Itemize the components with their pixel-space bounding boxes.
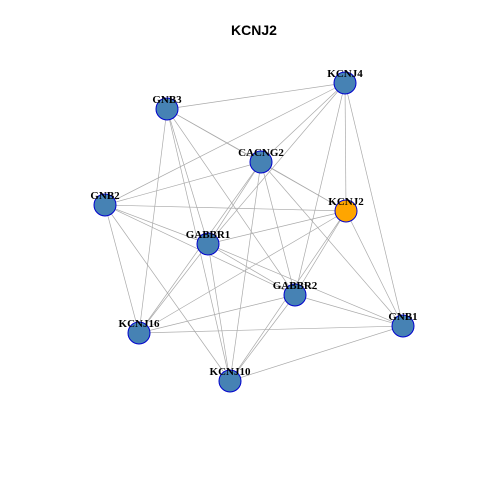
edge-kcnj4-gabbr1 bbox=[207, 82, 346, 245]
node-circle-gnb1[interactable] bbox=[391, 314, 415, 338]
edge-kcnj4-kcnj2 bbox=[344, 82, 347, 212]
edge-gnb2-gabbr1 bbox=[104, 204, 209, 245]
edge-gnb1-kcnj10 bbox=[229, 325, 404, 382]
node-circle-kcnj10[interactable] bbox=[218, 369, 242, 393]
node-gabbr1[interactable]: GABBR1 bbox=[186, 229, 231, 256]
edge-kcnj4-gabbr2 bbox=[294, 82, 346, 296]
edge-gabbr2-gnb1 bbox=[294, 294, 404, 327]
node-circle-kcnj2[interactable] bbox=[334, 199, 358, 223]
edge-cacng2-gabbr1 bbox=[207, 161, 262, 245]
node-circle-cacng2[interactable] bbox=[249, 150, 273, 174]
node-circle-gabbr1[interactable] bbox=[196, 232, 220, 256]
edge-gabbr1-kcnj16 bbox=[138, 243, 209, 334]
edge-gnb1-kcnj16 bbox=[138, 325, 404, 334]
edge-gnb2-kcnj16 bbox=[104, 204, 140, 334]
node-label-kcnj16: KCNJ16 bbox=[119, 318, 160, 330]
node-kcnj2[interactable]: KCNJ2 bbox=[328, 196, 364, 223]
node-gnb1[interactable]: GNB1 bbox=[388, 311, 418, 338]
edge-kcnj2-kcnj16 bbox=[138, 210, 347, 334]
edge-kcnj4-cacng2 bbox=[260, 82, 346, 163]
edge-gnb3-kcnj16 bbox=[138, 108, 168, 334]
edge-cacng2-gnb1 bbox=[260, 161, 404, 327]
node-circle-gnb2[interactable] bbox=[93, 193, 117, 217]
node-label-kcnj10: KCNJ10 bbox=[210, 366, 251, 378]
edge-gabbr2-kcnj16 bbox=[138, 294, 296, 334]
node-label-kcnj2: KCNJ2 bbox=[328, 196, 364, 208]
node-kcnj4[interactable]: KCNJ4 bbox=[327, 68, 363, 95]
node-circle-gabbr2[interactable] bbox=[283, 283, 307, 307]
node-circle-gnb3[interactable] bbox=[155, 97, 179, 121]
edge-gabbr1-gnb1 bbox=[207, 243, 404, 327]
node-cacng2[interactable]: CACNG2 bbox=[238, 147, 284, 174]
node-kcnj10[interactable]: KCNJ10 bbox=[210, 366, 251, 393]
node-label-gabbr1: GABBR1 bbox=[186, 229, 231, 241]
edge-kcnj4-gnb3 bbox=[166, 82, 346, 110]
edge-gnb3-gabbr1 bbox=[166, 108, 209, 245]
edge-gnb2-kcnj10 bbox=[104, 204, 231, 382]
edge-gabbr1-gabbr2 bbox=[207, 243, 296, 296]
node-circle-kcnj4[interactable] bbox=[333, 71, 357, 95]
node-kcnj16[interactable]: KCNJ16 bbox=[119, 318, 160, 345]
edge-kcnj2-gnb1 bbox=[345, 210, 404, 327]
edge-gnb2-kcnj2 bbox=[104, 204, 347, 212]
chart-title: KCNJ2 bbox=[231, 22, 277, 38]
node-circle-kcnj16[interactable] bbox=[127, 321, 151, 345]
edge-gabbr1-kcnj10 bbox=[207, 243, 231, 382]
node-gnb3[interactable]: GNB3 bbox=[152, 94, 182, 121]
edge-gnb3-gabbr2 bbox=[166, 108, 296, 296]
node-label-gnb1: GNB1 bbox=[388, 311, 417, 323]
edge-kcnj2-gabbr2 bbox=[294, 210, 347, 296]
node-label-gnb3: GNB3 bbox=[152, 94, 182, 106]
node-label-cacng2: CACNG2 bbox=[238, 147, 284, 159]
node-label-kcnj4: KCNJ4 bbox=[327, 68, 363, 80]
edge-cacng2-gnb2 bbox=[104, 161, 262, 206]
node-label-gnb2: GNB2 bbox=[90, 190, 120, 202]
edge-gabbr2-kcnj10 bbox=[229, 294, 296, 382]
node-gabbr2[interactable]: GABBR2 bbox=[273, 280, 318, 307]
edge-kcnj4-gnb2 bbox=[104, 82, 346, 206]
edge-kcnj4-gnb1 bbox=[344, 82, 404, 327]
edge-kcnj2-gabbr1 bbox=[207, 210, 347, 245]
node-gnb2[interactable]: GNB2 bbox=[90, 190, 120, 217]
edge-cacng2-kcnj2 bbox=[260, 161, 347, 212]
edge-cacng2-gabbr2 bbox=[260, 161, 296, 296]
node-label-gabbr2: GABBR2 bbox=[273, 280, 318, 292]
